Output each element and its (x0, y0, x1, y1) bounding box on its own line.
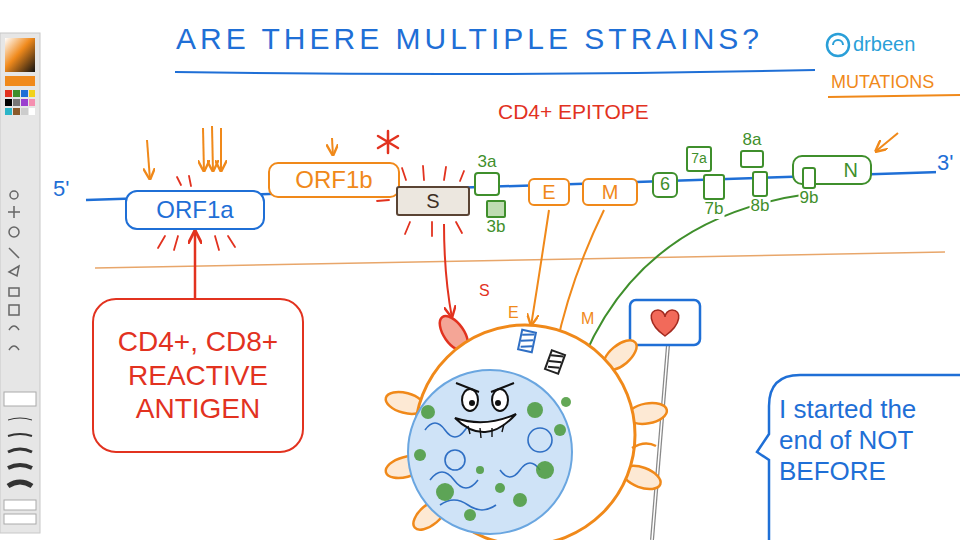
node-text: 6 (660, 175, 670, 195)
genome-line (86, 172, 945, 268)
node-text: I started the end of NOT BEFORE (779, 394, 955, 488)
gene-box: ORF1a (125, 190, 265, 230)
gene-box: M (582, 178, 638, 206)
node-text: 3b (486, 218, 507, 237)
node-text: ORF1a (156, 197, 233, 223)
node-text: E (542, 181, 555, 203)
gene-box: S (396, 186, 470, 216)
speech-bubble: I started the end of NOT BEFORE (755, 372, 960, 540)
node-text: 7a (691, 151, 707, 166)
antigen-box: CD4+, CD8+ REACTIVE ANTIGEN (92, 298, 304, 453)
gene-box: E (528, 178, 570, 206)
node-text: 9b (799, 189, 820, 208)
protein-label: S (478, 282, 491, 300)
gene-box: 8b (752, 171, 768, 197)
gene-box: 3b (486, 200, 506, 218)
gene-box: 8a (740, 150, 764, 168)
gene-box: 6 (652, 172, 678, 198)
logo-text: drbeen (852, 33, 916, 56)
title-text: ARE THERE MULTIPLE STRAINS? (175, 22, 764, 57)
gene-box: ORF1b (268, 162, 400, 198)
protein-label: M (580, 310, 595, 328)
toolbar (0, 33, 40, 533)
gene-box: 9b (802, 167, 816, 189)
node-text: 3a (477, 153, 498, 172)
node-text: CD4+, CD8+ REACTIVE ANTIGEN (104, 325, 292, 426)
node-text: 8b (750, 197, 771, 216)
virus-illustration (383, 311, 668, 540)
node-text: N (844, 159, 858, 181)
mutation-arrows (147, 126, 898, 180)
bubble-outline-path (757, 375, 960, 540)
node-text: 7b (704, 200, 725, 219)
gene-box: 7b (703, 174, 725, 200)
mutations-heading: MUTATIONS (830, 72, 935, 93)
strand-end-label: 3' (936, 150, 954, 175)
protein-label: E (507, 304, 520, 322)
node-text: 8a (742, 131, 763, 150)
gene-box: 3a (474, 172, 500, 196)
node-text: M (602, 181, 619, 203)
gene-box: N9b (792, 155, 872, 185)
gene-box: 7a (686, 146, 712, 172)
node-text: ORF1b (295, 167, 372, 193)
strand-end-label: 5' (52, 176, 70, 201)
epitope-label: CD4+ EPITOPE (497, 100, 650, 124)
connector-arrow (194, 230, 197, 298)
node-text: S (426, 190, 439, 212)
